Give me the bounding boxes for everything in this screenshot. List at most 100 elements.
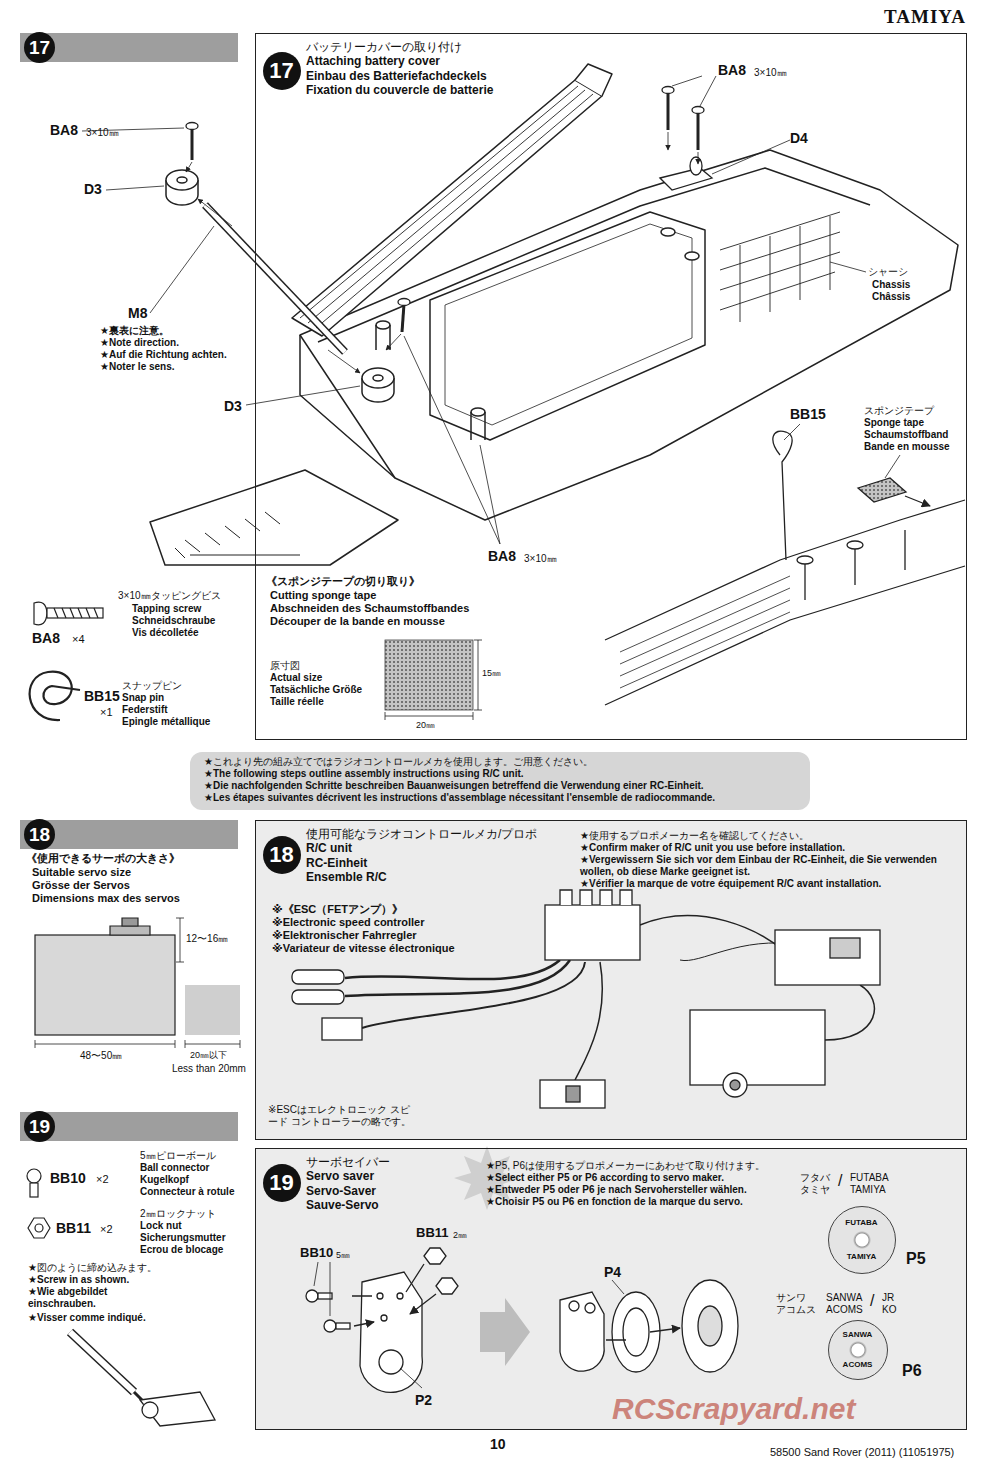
rc-unit-illustration [723,1073,747,1097]
sponge-sample [385,640,473,710]
section-heading: 《使用できるサーボの大きさ》 [26,852,180,865]
servo-saver-illustration [306,1290,318,1302]
chassis-illustration [661,228,675,236]
part-code: P5 [906,1250,926,1268]
servo-saver-illustration [424,1248,446,1264]
part-code: BB15 [84,688,120,704]
note-text: ★使用するプロポメーカー名を確認してください。 [580,830,809,842]
note-text: ★Auf die Richtung achten. [100,349,227,361]
part-code: D3 [84,181,102,197]
step-header-bar [20,33,238,1141]
screwdriver-figure [140,1392,215,1426]
screw [660,168,712,190]
note-text: ★Vergewissern Sie sich vor dem Einbau de… [580,854,955,877]
rc-unit-illustration [345,960,570,996]
chassis-illustration [150,470,398,565]
chassis-illustration [376,321,390,329]
part-name: Schneidschraube [132,615,215,627]
chassis-illustration [720,212,840,322]
servo-saver-illustration [569,1301,579,1311]
note-text: ★Confirm maker of R/C unit you use befor… [580,842,845,854]
step-number-text: 19 [29,1117,50,1136]
dimension: 3×10㎜ [86,127,119,139]
brand-text: FUTABA [845,1219,877,1227]
note-text: ★図のように締め込みます。 [28,1262,157,1274]
rc-unit-illustration [292,970,344,984]
brand-text: SANWA [843,1331,873,1339]
parts-icon [54,608,98,618]
rc-unit-illustration [575,962,602,1080]
panel-ground [255,33,967,1430]
dimension: 12〜16㎜ [186,933,228,945]
part-name: Vis décolletée [132,627,199,639]
part-name: Kugelkopf [140,1174,189,1186]
sponge-sample [385,640,473,710]
chassis-illustration [150,150,958,565]
part-name: 3×10㎜タッピングビス [118,590,221,602]
note-text: ★Vérifier la marque de votre équipement … [580,878,881,890]
step-number: 19 [263,1164,301,1202]
note-text: ※《ESC（FETアンプ）》 [272,903,403,916]
part-name: Tapping screw [132,603,201,615]
servo-saver-illustration [360,1272,422,1392]
dimension-line [385,712,473,720]
brand-title: TAMIYA [884,6,966,28]
leader-line [480,445,500,544]
servo-saver-illustration [698,1306,722,1346]
quantity: ×2 [100,1223,113,1236]
page-number: 10 [490,1436,506,1452]
note-text: ★Choisir P5 ou P6 en fonction de la marq… [486,1196,743,1208]
brand-name: ACOMS [826,1304,863,1316]
parts-icon [30,672,80,720]
note-text: ★Wie abgebildet einschrauben. [28,1286,148,1309]
brand-name: SANWA [826,1292,862,1304]
panel-ground [255,820,967,1140]
battery-cover [575,64,612,96]
servo-saver-illustration [324,1320,336,1332]
servo-size-figure [35,1040,175,1048]
shaft-and-bushings [166,170,394,402]
chassis-illustration [430,212,705,440]
leader-line [198,199,232,226]
chassis-illustration [300,150,958,520]
screwdriver-figure [70,1332,134,1392]
section-heading: Abschneiden des Schaumstoffbandes [270,602,469,615]
part-code: BB11 [56,1220,91,1236]
dimension-line [385,640,482,720]
servo-horn-adapter: SANWAACOMS [828,1320,888,1380]
footer-text: 58500 Sand Rover (2011) (11051975) [770,1446,954,1459]
step-number: 18 [263,836,301,874]
chassis-illustration [175,512,300,558]
note-text: ★裏表に注意。 [100,325,169,337]
note-text: ※Variateur de vitesse électronique [272,942,455,955]
step-number-text: 18 [269,844,293,866]
notice-text: ★Les étapes suivantes décrivent les inst… [204,792,796,804]
part-code: BB10 [50,1170,86,1186]
servo-saver-illustration [406,1264,436,1314]
leader-line [246,386,360,405]
part-name: Ecrou de blocage [140,1244,223,1256]
note-text: Tatsächliche Größe [270,684,362,696]
leader-line [404,336,500,544]
part-code: M8 [128,305,147,321]
rc-unit-illustration [545,905,640,960]
leader-line [712,140,790,174]
dimension: Less than 20mm [172,1063,246,1075]
rc-unit-illustration [540,1080,605,1108]
screw [191,128,194,160]
step-header-bar [20,33,238,62]
panel-ground [255,1148,967,1430]
part-name: 5㎜ピローボール [140,1150,216,1162]
screwdriver-figure [70,1332,134,1392]
note-text: ★Visser comme indiqué. [28,1312,146,1324]
leader-line [82,76,900,544]
leader-line [186,162,192,172]
quantity: ×2 [96,1173,109,1186]
step-number: 17 [263,52,301,90]
part-code: P6 [902,1362,922,1380]
screw [667,92,670,130]
inset-chassis [805,530,905,600]
notice-text: ★これより先の組み立てではラジオコントロールメカを使用します。ご用意ください。 [204,756,796,768]
rc-unit-illustration [830,938,860,958]
leader-line [672,76,716,106]
